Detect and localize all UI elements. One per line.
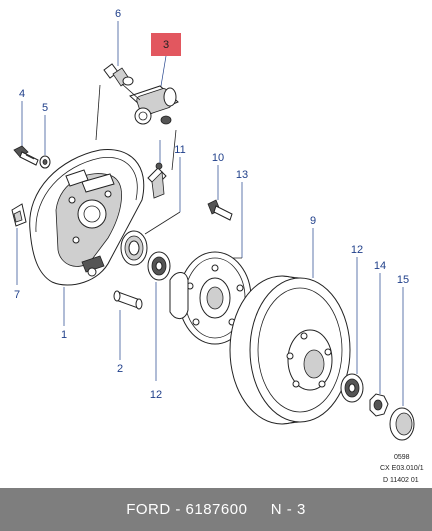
footer-gap <box>247 501 270 518</box>
hub-nut-part[interactable] <box>369 393 389 417</box>
footer-separator: - <box>170 501 186 518</box>
callout-12a-label[interactable]: 12 <box>351 244 363 256</box>
ref-code-3: D 11402 01 <box>383 477 419 484</box>
callout-5-label[interactable]: 5 <box>42 102 48 114</box>
callout-15-label[interactable]: 15 <box>397 274 409 286</box>
callout-1-label[interactable]: 1 <box>61 329 67 341</box>
callout-12b-label[interactable]: 12 <box>150 389 162 401</box>
brand-name: FORD <box>126 501 171 518</box>
inner-bearing-part[interactable] <box>120 230 148 266</box>
brake-backing-plate-part[interactable] <box>29 148 145 286</box>
callout-2-label[interactable]: 2 <box>117 363 123 375</box>
callout-11-label[interactable]: 11 <box>174 144 185 156</box>
ref-code-1: 0598 <box>394 454 410 461</box>
hub-bolt-part[interactable] <box>207 199 233 221</box>
axle-pin-part[interactable] <box>113 290 143 310</box>
part-info-footer: FORD - 6187600 N - 3 <box>0 488 432 531</box>
callout-13-label[interactable]: 13 <box>236 169 248 181</box>
assembly-guide-line <box>171 129 177 171</box>
assembly-guide-line <box>144 211 181 235</box>
callout-6-label[interactable]: 6 <box>115 8 121 20</box>
callout-7-label[interactable]: 7 <box>14 289 20 301</box>
diagram-position: N - 3 <box>270 501 306 518</box>
bleed-screw-part[interactable] <box>103 63 134 87</box>
callout-9-label[interactable]: 9 <box>310 215 316 227</box>
callout-10-label[interactable]: 10 <box>212 152 224 164</box>
brake-drum-part[interactable] <box>229 275 351 425</box>
leader-3 <box>159 55 167 93</box>
ref-code-2: CX E03.010/1 <box>380 465 424 472</box>
callout-3-label[interactable]: 3 <box>163 39 169 51</box>
bleed-valve-part[interactable] <box>147 162 167 199</box>
part-number[interactable]: 6187600 <box>185 501 248 518</box>
highlighted-callout-box[interactable] <box>151 33 181 56</box>
bolt-part[interactable] <box>13 145 39 166</box>
exploded-parts-diagram: 3 6 4 5 7 <box>11 8 424 484</box>
outer-bearing-part[interactable] <box>147 251 171 281</box>
drum-bearing-part[interactable] <box>340 373 364 403</box>
callout-4-label[interactable]: 4 <box>19 88 25 100</box>
wheel-cylinder-part[interactable] <box>121 83 179 125</box>
washer-part[interactable] <box>39 155 51 169</box>
callout-14-label[interactable]: 14 <box>374 260 386 272</box>
wheel-hub-part[interactable] <box>169 251 252 345</box>
assembly-guide-line <box>95 84 101 141</box>
grease-cap-part[interactable] <box>389 407 415 441</box>
clip-part[interactable] <box>11 203 27 227</box>
